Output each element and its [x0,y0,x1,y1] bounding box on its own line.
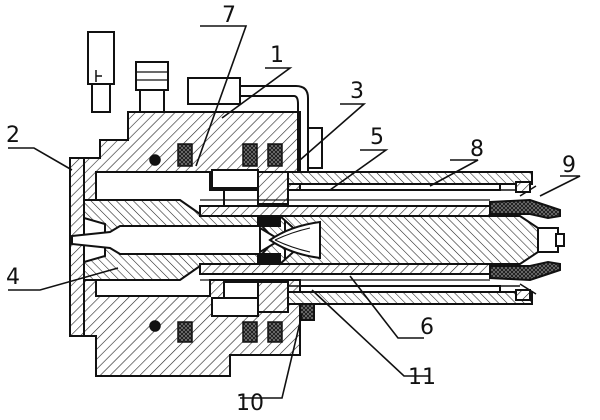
nozzle-tip [489,181,565,301]
leader-11 [311,289,430,377]
callout-1: 1 [270,43,284,68]
leader-lines [8,25,581,399]
leader-3 [299,103,367,161]
callout-2: 2 [6,123,20,148]
callout-4: 4 [6,265,20,290]
inner-core [71,199,286,281]
leader-2 [8,147,73,171]
callout-5: 5 [370,125,384,150]
leader-1 [221,67,293,119]
callout-labels: 7 1 2 3 4 5 8 9 6 11 10 [6,3,576,416]
leader-9 [539,175,581,197]
callout-11: 11 [408,365,436,390]
leader-4 [8,267,119,291]
callout-9: 9 [562,153,576,178]
leader-5 [329,149,389,191]
outer-tube [287,171,533,305]
leader-6 [349,275,424,339]
callout-8: 8 [470,137,484,162]
callout-6: 6 [420,315,434,340]
callout-7: 7 [222,3,236,28]
leader-8 [429,159,479,187]
leader-10 [240,313,303,399]
callout-10: 10 [236,391,264,416]
central-rod [268,215,539,265]
leader-7 [195,25,248,167]
seal-rings [149,143,283,343]
callout-3: 3 [350,79,364,104]
top-fittings [87,31,323,172]
inner-blocks [211,169,315,321]
